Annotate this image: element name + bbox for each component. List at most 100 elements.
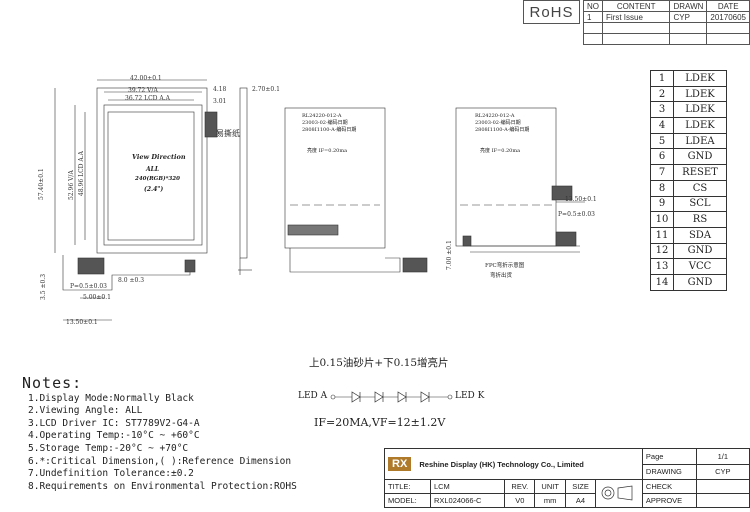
pin-number: 11 xyxy=(650,226,674,244)
led-spec: IF=20MA,VF=12±1.2V xyxy=(314,416,446,429)
back-view-2-tab xyxy=(551,185,573,201)
dim-active-width: 36.72 LCD A.A xyxy=(125,95,170,102)
front-fpc-connector xyxy=(77,257,105,275)
approve-label: APPROVE xyxy=(641,493,697,508)
stiffener-tab xyxy=(204,111,218,138)
dim-thickness: 2.70±0.1 xyxy=(252,86,280,93)
led-k-label: LED K xyxy=(455,391,485,401)
projection-symbol xyxy=(595,479,643,508)
back-view-1-lines: RL24220-012-A 23003-02-编码日期 2808I1100-A-… xyxy=(302,113,356,134)
pin-number: 13 xyxy=(650,258,674,275)
company-name: Reshine Display (HK) Technology Co., Lim… xyxy=(419,460,584,469)
fold-note: 弯折出货 xyxy=(490,273,513,279)
front-fpc-tab xyxy=(184,259,196,273)
led-a-label: LED A xyxy=(298,391,328,401)
size-label: SIZE xyxy=(564,479,597,494)
note-1: 1.Display Mode:Normally Black xyxy=(28,393,194,404)
pin-signal: CS xyxy=(673,179,727,197)
dim-fpc-pitch: P=0.5±0.03 xyxy=(70,283,107,290)
company-cell: RX Reshine Display (HK) Technology Co., … xyxy=(384,448,643,480)
pin-number: 5 xyxy=(650,132,674,150)
title-value: LCM xyxy=(429,479,506,494)
unit-label: UNIT xyxy=(534,479,566,494)
back-view-2-bottom-dim: 7.00 ±0.1 xyxy=(446,240,453,270)
back-view-1-connector xyxy=(402,257,428,273)
view-size: (2.4") xyxy=(144,186,164,193)
back-view-2-line-2: 23003-02-编码日期 xyxy=(475,120,521,126)
unit-value: mm xyxy=(534,493,566,508)
back-view-2-dim-a: 13.50±0.1 xyxy=(565,196,597,203)
pin-number: 1 xyxy=(650,70,674,87)
back-view-2-line-3: 2808I1100-A-编码日期 xyxy=(475,127,530,133)
dim-va-height: 52.96 V/A xyxy=(68,170,75,200)
dim-fpc-len: 5.00±0.1 xyxy=(83,294,111,301)
pin-signal: LDEK xyxy=(673,101,727,119)
pin-number: 7 xyxy=(650,164,674,181)
note-3: 3.LCD Driver IC: ST7789V2-G4-A xyxy=(28,418,200,429)
rev-label: REV. xyxy=(504,479,536,494)
page-value: 1/1 xyxy=(695,448,750,465)
rev-value: V0 xyxy=(504,493,536,508)
drawing-label: DRAWING xyxy=(641,463,697,480)
side-view xyxy=(239,87,248,259)
company-logo: RX xyxy=(388,457,412,471)
front-view-outline xyxy=(96,87,208,254)
pin-signal: SDA xyxy=(673,226,727,244)
pin-number: 9 xyxy=(650,195,674,213)
back-view-1-strip xyxy=(287,224,339,236)
pin-signal: GND xyxy=(673,242,727,260)
dim-aa-height: 48.96 LCD A.A xyxy=(78,151,85,196)
front-view-active-area xyxy=(107,111,195,241)
projection-icon xyxy=(601,485,633,500)
back-view-2-line-1: RL24220-012-A xyxy=(475,113,515,119)
rohs-stamp: RoHS xyxy=(523,0,580,24)
back-view-1-line-2: 23003-02-编码日期 xyxy=(302,120,348,126)
note-8: 8.Requirements on Environmental Protecti… xyxy=(28,481,297,492)
pin-signal: LDEA xyxy=(673,132,727,150)
pin-number: 3 xyxy=(650,101,674,119)
pin-signal: LDEK xyxy=(673,117,727,134)
pin-number: 4 xyxy=(650,117,674,134)
note-7: 7.Undefinition Tolerance:±0.2 xyxy=(28,468,194,479)
model-value: RXL024066-C xyxy=(429,493,506,508)
check-label: CHECK xyxy=(641,479,697,494)
pin-signal: LDEK xyxy=(673,70,727,87)
pin-signal: VCC xyxy=(673,258,727,275)
pin-number: 14 xyxy=(650,273,674,291)
pin-signal: SCL xyxy=(673,195,727,213)
dim-fpc-side: 3.5 ±0.3 xyxy=(40,273,47,300)
title-block: RX Reshine Display (HK) Technology Co., … xyxy=(384,448,750,508)
front-fpc xyxy=(62,255,191,291)
back-view-1-brightness: 亮度 IF=0.20ma xyxy=(307,148,348,154)
note-2: 2.Viewing Angle: ALL xyxy=(28,405,143,416)
pin-number: 6 xyxy=(650,148,674,166)
dim-right-b: 3.01 xyxy=(213,98,227,105)
back-view-2-lines: RL24220-012-A 23003-02-编码日期 2808I1100-A-… xyxy=(475,113,529,134)
dim-total-height: 57.40±0.1 xyxy=(38,168,45,200)
size-value: A4 xyxy=(564,493,597,508)
pin-number: 2 xyxy=(650,85,674,103)
revision-table: NO CONTENT DRAWN DATE 1 First Issue CYP … xyxy=(583,0,750,45)
dim-fpc-width: 13.50±0.1 xyxy=(66,319,98,326)
dim-viewing-width: 39.72 V/A xyxy=(128,87,158,94)
dim-right-a: 4.18 xyxy=(213,86,227,93)
back-view-2-brightness: 亮度 IF=0.20ma xyxy=(480,148,521,154)
drawing-value: CYP xyxy=(695,463,750,480)
led-diodes xyxy=(351,391,430,403)
back-view-1 xyxy=(284,107,386,249)
back-view-2-dim-b: P=0.5±0.03 xyxy=(558,211,595,218)
